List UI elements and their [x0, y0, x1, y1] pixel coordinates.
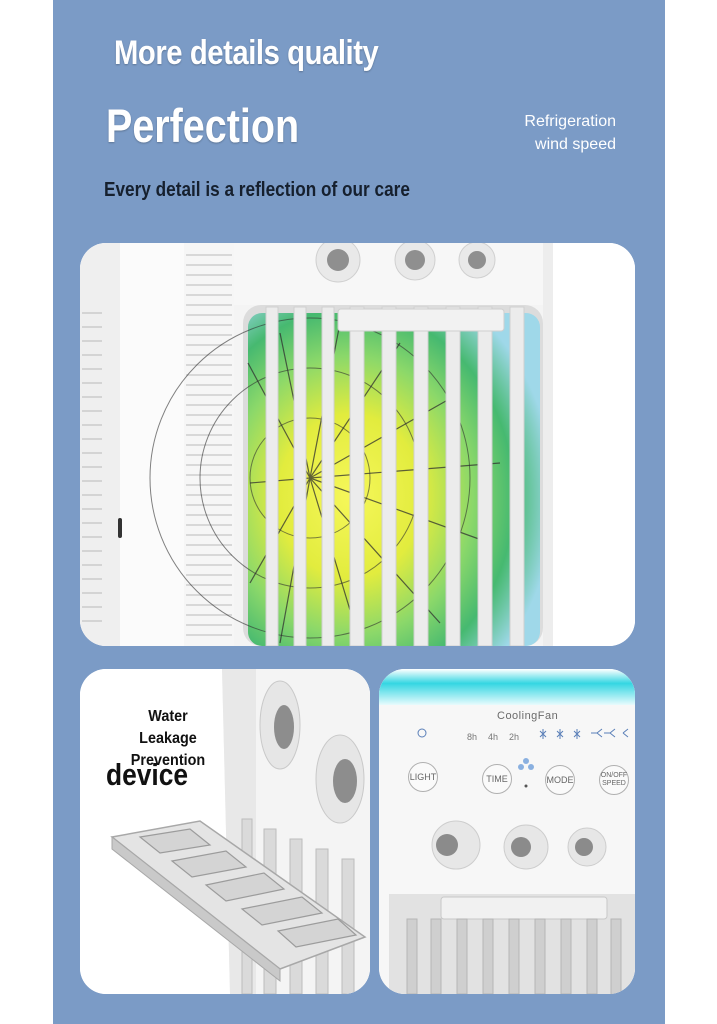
brand-label: CoolingFan — [497, 710, 559, 722]
tagline: Every detail is a reflection of our care — [104, 179, 410, 201]
timer-4h-label: 4h — [488, 732, 499, 742]
water-leakage-photo: Water Leakage Prevention device — [80, 669, 370, 994]
mode-button[interactable]: MODE — [545, 765, 575, 795]
onoff-label: ON/OFF — [600, 772, 628, 779]
timer-8h-label: 8h — [467, 732, 478, 742]
side-caption: Refrigeration wind speed — [524, 110, 616, 156]
control-panel-photo: CoolingFan 8h 4h 2h LIGHT TIME MODE ON/O… — [379, 669, 635, 994]
leakage-caption-device: device — [106, 757, 189, 792]
timer-2h-label: 2h — [509, 732, 520, 742]
headline-line2: Perfection — [106, 99, 300, 152]
side-caption-line1: Refrigeration — [524, 113, 616, 130]
control-illustration — [379, 669, 635, 994]
tray-illustration — [80, 669, 370, 994]
fan-closeup-photo — [80, 243, 635, 646]
speed-label: SPEED — [602, 780, 626, 787]
power-speed-button[interactable]: ON/OFF SPEED — [599, 765, 629, 795]
side-caption-line2: wind speed — [535, 136, 616, 153]
fan-illustration — [80, 243, 635, 646]
leakage-caption: Water Leakage Prevention — [119, 706, 218, 772]
leakage-caption-line2: Prevention — [130, 752, 206, 769]
light-button[interactable]: LIGHT — [408, 762, 438, 792]
leakage-caption-line1: Water Leakage — [139, 708, 197, 747]
headline-line1: More details quality — [114, 34, 379, 72]
time-button[interactable]: TIME — [482, 764, 512, 794]
